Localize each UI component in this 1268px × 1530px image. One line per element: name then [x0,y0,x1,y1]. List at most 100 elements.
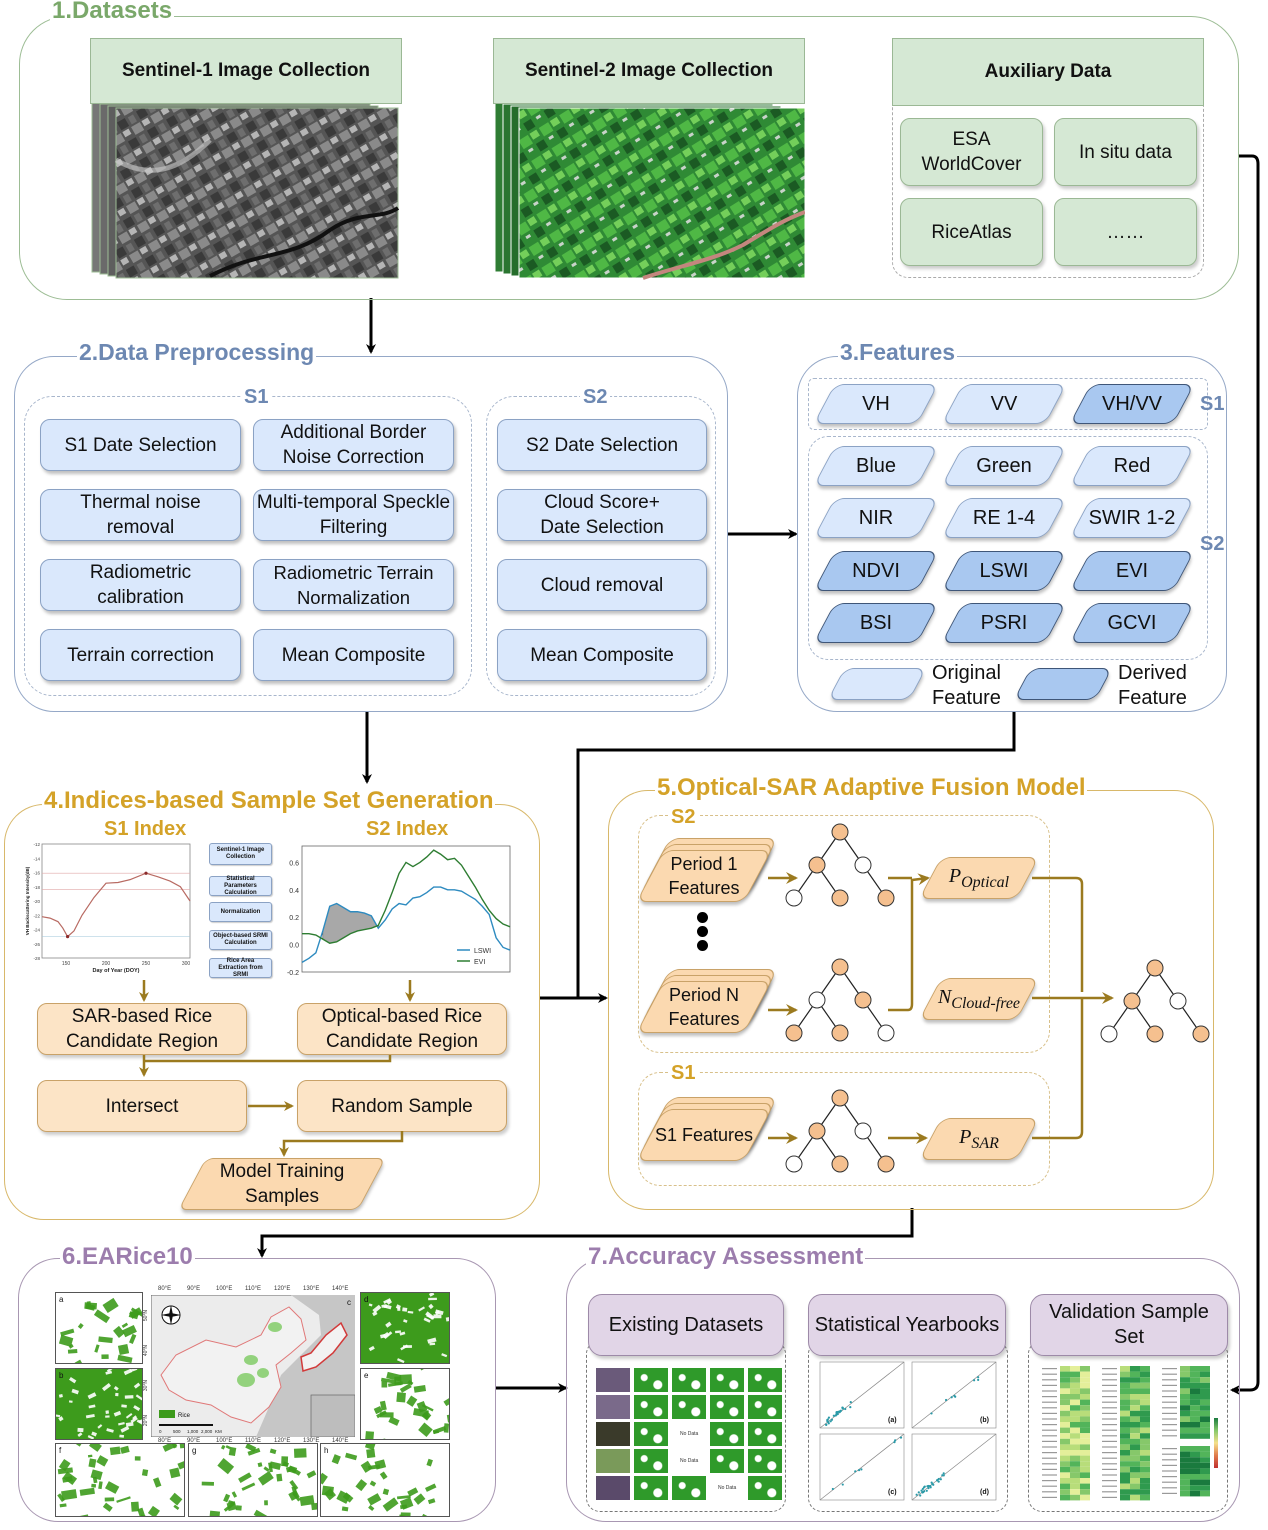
feature-lswi: LSWI [941,551,1067,591]
heatmap-row-label [1162,1459,1177,1461]
heatmap-row-label [1102,1496,1117,1498]
s1-ytick-label: -22 [33,913,40,918]
lon-tick-label: 90°E [187,1286,201,1292]
scatter-subplot: (b) [911,1361,997,1429]
subplot-label: (d) [980,1489,989,1496]
lon-tick-label: 110°E [245,1286,261,1292]
rice-patch [88,1458,97,1468]
map-panel-letter: g [192,1446,196,1455]
lat-tick-label: 40°N [143,1345,149,1357]
rice-patch [93,1309,110,1324]
heatmap-cell [1080,1461,1090,1467]
rice-patch [125,1421,134,1427]
heatmap-cell [1200,1446,1210,1452]
s2-step-cloud-score: Cloud Score+ Date Selection [497,489,707,541]
inset-map [310,1394,355,1437]
heatmap-cell [1130,1478,1140,1484]
feature-label: SWIR 1-2 [1088,506,1176,529]
rice-patch [121,1322,129,1328]
rice-patch [115,1392,119,1397]
heatmap-row-label [1042,1480,1057,1482]
rice-patch [383,1298,392,1304]
heatmap-cell [1130,1472,1140,1478]
heatmap-cell [1080,1433,1090,1439]
rice-map-panel-b: b [55,1368,143,1440]
heatmap-cell [1120,1371,1130,1378]
heatmap-cell [1080,1416,1090,1422]
no-data-cell: No Data [672,1449,706,1473]
heatmap-cell [1080,1478,1090,1484]
heatmap-row-label [1102,1368,1117,1370]
rice-patch [425,1311,435,1320]
map-panel-letter: b [59,1371,64,1380]
heatmap-cell [1130,1427,1140,1434]
tree-node [831,1089,849,1107]
rice-patch [130,1416,138,1424]
rice-patch [220,1444,226,1450]
heatmap-cell [1070,1399,1080,1406]
fusion-s2-group [638,815,1050,1053]
rice-patch [116,1496,131,1503]
rice-patch [397,1306,401,1311]
s2-series-lswi [301,886,511,964]
japan-korea-coast [300,1321,348,1372]
s2-step-mean-composite: Mean Composite [497,629,707,681]
s1-step-mean-composite: Mean Composite [253,629,454,681]
s2-legend-label: EVI [474,959,485,966]
heatmap-cell [1180,1479,1190,1486]
map-background [321,1444,449,1516]
heatmap-cell [1120,1438,1130,1445]
rice-patch [235,1505,242,1511]
scatter-point [854,1470,857,1473]
feature-re-1-4: RE 1-4 [941,498,1067,538]
rice-patch [418,1306,425,1312]
rice-patch [102,1383,112,1392]
heatmap-cell [1140,1405,1150,1411]
heatmap-cell [1140,1478,1150,1484]
heatmap-cell [1190,1490,1200,1497]
rice-patch [364,1444,376,1451]
heatmap-row-label [1102,1390,1117,1392]
one-to-one-line [819,1361,905,1429]
rice-map-panel-h: h [320,1443,450,1517]
scatter-subplot: (d) [911,1433,997,1501]
heatmap-row-label [1162,1412,1177,1414]
heatmap-row-label [1102,1379,1117,1381]
heatmap-row-label [1042,1440,1057,1442]
heatmap-row-label [1042,1401,1057,1403]
rice-patch [369,1480,377,1487]
s1-ytick-label: -16 [33,871,40,876]
rice-patch [257,1462,263,1468]
heatmap-cell [1180,1366,1190,1372]
scatter-point [899,1436,903,1439]
rice-map-thumb [748,1422,782,1446]
accuracy-title: 7.Accuracy Assessment [586,1243,866,1270]
tree-node [785,889,803,907]
rice-patch [225,1445,231,1450]
rice-patch [407,1487,419,1497]
rice-patch [321,1485,334,1497]
rice-patch [98,1336,113,1344]
heatmap-row-label [1162,1368,1177,1370]
lon-tick-label: 100°E [216,1286,233,1292]
rice-patch [98,1481,103,1490]
heatmap-cell [1120,1455,1130,1462]
tree-fusion-icon [1100,959,1210,1043]
rice-patch [101,1354,109,1360]
rice-patch [386,1371,402,1382]
rice-patch [289,1479,299,1491]
tree-node [831,823,849,841]
heatmap-cell [1140,1388,1150,1394]
datasets-title: 1.Datasets [50,0,175,24]
heatmap-cell [1130,1444,1140,1450]
scale-label: 500 [173,1429,181,1434]
sentinel2-true-color-thumb [596,1476,630,1500]
feature-swir-1-2: SWIR 1-2 [1069,498,1195,538]
heatmap-row-label [1042,1496,1057,1498]
heatmap-row-label [1042,1491,1057,1493]
heatmap-row-label [1102,1480,1117,1482]
s1-xtick-label: 150 [62,961,71,967]
heatmap-cell [1190,1410,1200,1417]
heatmap-row-label [1102,1452,1117,1454]
heatmap-cell [1190,1399,1200,1406]
